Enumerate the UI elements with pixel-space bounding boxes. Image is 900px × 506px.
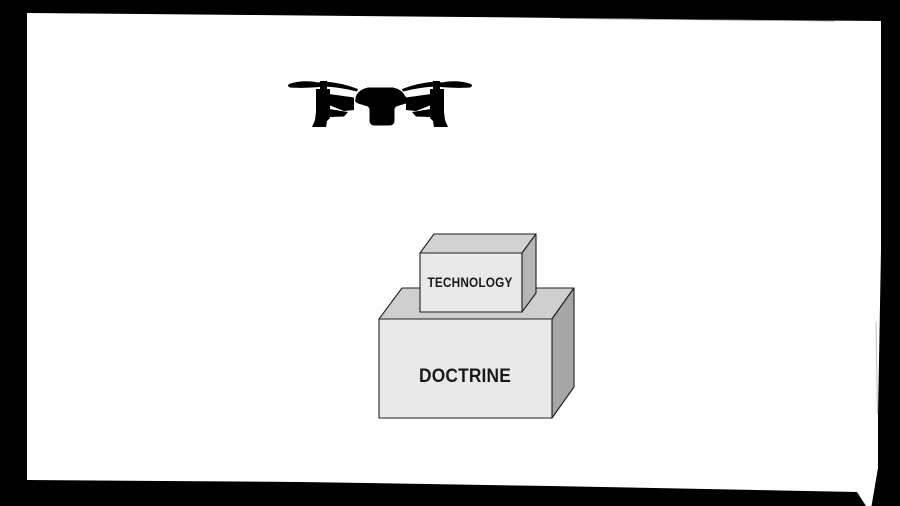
technology-label: TECHNOLOGY — [428, 275, 513, 290]
drone-arm-left — [329, 94, 354, 111]
drone-strut-right — [412, 109, 431, 117]
technology-block-front-face — [419, 252, 523, 313]
drone-motor-mast-right — [433, 81, 440, 89]
drone-body — [355, 87, 409, 126]
drone-pod-left — [312, 89, 330, 127]
right-edge-stroke-artifact — [875, 321, 878, 415]
technology-block: TECHNOLOGY — [419, 233, 537, 313]
doctrine-block-front-face — [378, 318, 553, 419]
top-edge-stroke-artifact — [559, 18, 836, 22]
technology-block-top-face — [419, 233, 537, 254]
drone-strut-left — [329, 109, 348, 117]
drone-arm-right — [406, 94, 431, 111]
drone-pod-right — [430, 89, 448, 127]
drone-motor-mast-left — [320, 81, 327, 89]
drone-icon — [287, 81, 473, 127]
doctrine-label: DOCTRINE — [419, 366, 511, 387]
